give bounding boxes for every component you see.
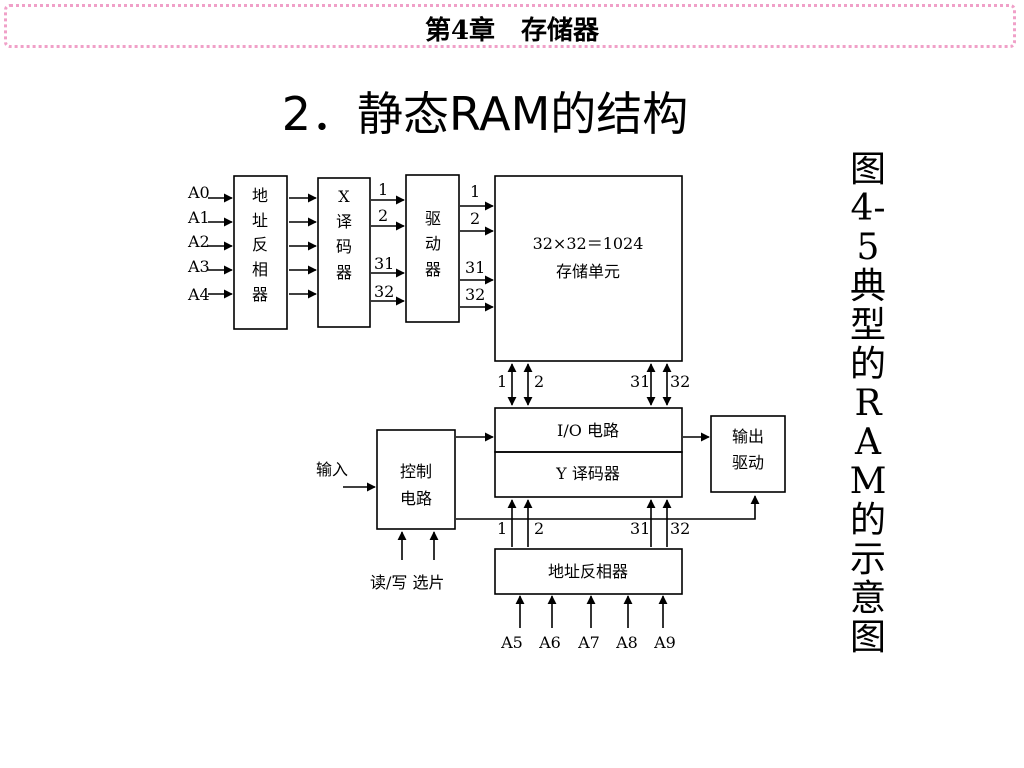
driver-char: 驱 [425,209,441,228]
input-a4: A4 [187,285,210,304]
output-driver-label: 驱动 [732,453,764,472]
row-inverter-char: 址 [252,211,268,230]
input-a1: A1 [187,208,210,227]
memory-array-label: 存储单元 [556,262,620,281]
input-a7: A7 [577,633,600,652]
header-banner [4,4,1016,48]
x-decoder-char: 译 [336,212,352,231]
driver-box [405,174,460,323]
line-label: 32 [670,519,690,538]
input-a6: A6 [538,633,561,652]
memory-array-box [494,175,683,362]
line-label: 2 [534,372,544,391]
line-label: 2 [534,519,544,538]
line-label: 1 [378,180,388,199]
io-circuit-label: I/O 电路 [557,421,619,440]
input-a9: A9 [653,633,676,652]
line-label: 31 [465,258,485,277]
x-decoder-box [317,177,371,328]
input-a3: A3 [187,257,210,276]
row-address-inverter-box [233,175,288,330]
line-label: 32 [374,282,394,301]
row-inverter-char: 器 [252,285,268,304]
input-a0: A0 [187,183,210,202]
read-write-chip-select-label: 读/写 选片 [370,573,444,592]
input-a8: A8 [615,633,638,652]
chapter-title: 第4章 存储器 [424,16,600,46]
line-label: 32 [465,285,485,304]
row-inverter-char: 反 [252,235,268,254]
line-label: 1 [497,372,507,391]
y-decoder-box [494,451,683,498]
line-label: 1 [497,519,507,538]
line-label: 1 [470,182,480,201]
x-decoder-char: X [338,187,350,206]
driver-char: 器 [425,260,441,279]
input-a5: A5 [500,633,523,652]
line-label: 31 [630,372,650,391]
y-decoder-label: Y 译码器 [555,464,620,483]
line-label: 31 [630,519,650,538]
row-inverter-char: 地 [252,186,268,205]
output-driver-label: 输出 [732,427,764,446]
input-label: 输入 [316,460,348,479]
column-address-inverter-box [494,548,683,595]
line-label: 2 [470,209,480,228]
line-label: 2 [378,206,388,225]
line-label: 31 [374,254,394,273]
figure-caption: 图4-5 典型的RAM的示意图 [849,149,887,658]
column-inverter-label: 地址反相器 [548,562,628,581]
driver-char: 动 [425,234,441,253]
input-a2: A2 [187,232,210,251]
line-label: 32 [670,372,690,391]
x-decoder-char: 器 [336,263,352,282]
control-circuit-box [376,429,456,530]
row-inverter-char: 相 [252,260,268,279]
control-circuit-label: 控制 [400,462,432,481]
x-decoder-char: 码 [336,237,352,256]
memory-array-size: 32×32＝1024 [533,234,644,253]
output-driver-box [710,415,786,493]
slide-title: 2．静态RAM的结构 [281,87,689,141]
control-circuit-label: 电路 [400,489,432,508]
